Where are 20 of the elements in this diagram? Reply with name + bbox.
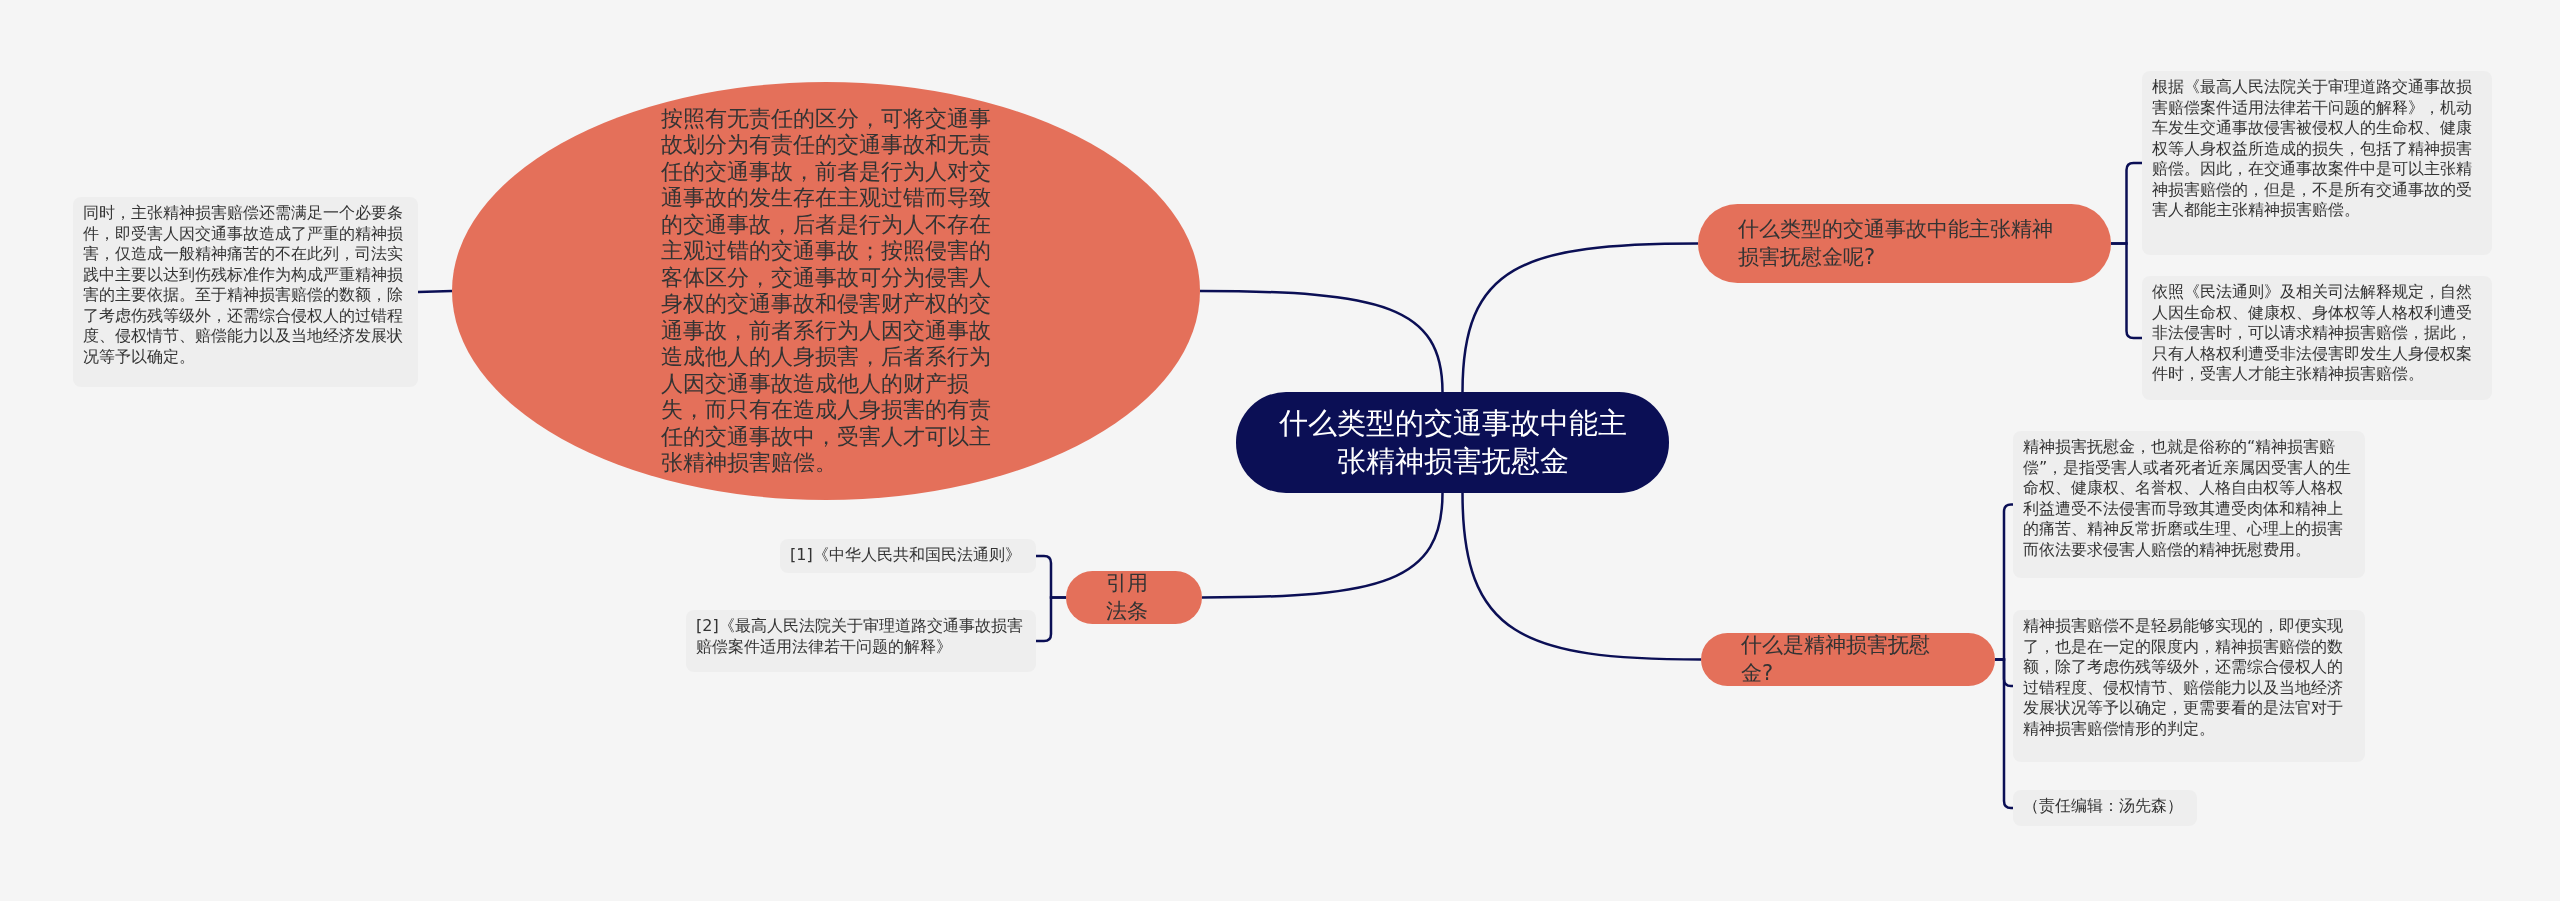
note-card: 精神损害抚慰金，也就是俗称的“精神损害赔偿”，是指受害人或者死者近亲属因受害人的生命权、健康权、名誉权、人格自由权等人格权利益遭受不法侵害而导致其遭受肉体和精神上的痛苦、精神反常折磨或生理、心理上的损害而依法要求侵害人赔偿的精神抚慰费用。 xyxy=(2013,431,2365,578)
connector-line xyxy=(1202,492,1444,599)
central-topic: 什么类型的交通事故中能主张精神损害抚慰金 xyxy=(1236,392,1669,493)
topic-bubble: 什么类型的交通事故中能主张精神损害抚慰金呢? xyxy=(1698,204,2111,283)
editor-note: （责任编辑：汤先森） xyxy=(2013,790,2197,826)
paragraph-text: 按照有无责任的区分，可将交通事故划分为有责任的交通事故和无责任的交通事故，前者是行为人对交通事故的发生存在主观过错而导致的交通事故，后者是行为人不存在主观过错的交通事故；按照侵害的客体区分，交通事故可分为侵害人身权的交通事故和侵害财产权的交通事故，前者系行为人因交通事故造成他人的人身损害，后者系行为人因交通事故造成他人的财产损失，而只有在造成人身损害的有责任的交通事故中，受害人才可以主张精神损害赔偿。 xyxy=(661,105,991,477)
topic-bubble: 什么是精神损害抚慰金? xyxy=(1701,633,1995,686)
note-card: 根据《最高人民法院关于审理道路交通事故损害赔偿案件适用法律若干问题的解释》，机动车发生交通事故侵害被侵权人的生命权、健康权等人身权益所造成的损失，包括了精神损害赔偿。因此，在交通事故案件中是可以主张精神损害赔偿的，但是，不是所有交通事故的受害人都能主张精神损害赔偿。 xyxy=(2142,71,2492,255)
citation-card: [1]《中华人民共和国民法通则》 xyxy=(780,539,1036,573)
citation-card: [2]《最高人民法院关于审理道路交通事故损害赔偿案件适用法律若干问题的解释》 xyxy=(686,610,1036,672)
topic-bubble: 引用法条 xyxy=(1066,571,1202,624)
connector-line xyxy=(1995,658,2013,810)
connector-line xyxy=(1461,242,1698,393)
connector-line xyxy=(1461,492,1701,661)
note-card: 同时，主张精神损害赔偿还需满足一个必要条件，即受害人因交通事故造成了严重的精神损害，仅造成一般精神痛苦的不在此列，司法实践中主要以达到伤残标准作为构成严重精神损害的主要依据。至于精神损害赔偿的数额，除了考虑伤残等级外，还需综合侵权人的过错程度、侵权情节、赔偿能力以及当地经济发展状况等予以确定。 xyxy=(73,197,418,387)
note-card: 依照《民法通则》及相关司法解释规定，自然人因生命权、健康权、身体权等人格权利遭受非法侵害时，可以请求精神损害赔偿，据此，只有人格权利遭受非法侵害即发生人身侵权案件时，受害人才能主张精神损害赔偿。 xyxy=(2142,276,2492,400)
connector-line xyxy=(1036,596,1066,643)
note-card: 精神损害赔偿不是轻易能够实现的，即便实现了，也是在一定的限度内，精神损害赔偿的数额，除了考虑伤残等级外，还需综合侵权人的过错程度、侵权情节、赔偿能力以及当地经济发展状况等予以确定，更需要看的是法官对于精神损害赔偿情形的判定。 xyxy=(2013,610,2365,762)
connector-line xyxy=(417,289,453,294)
connector-line xyxy=(1200,289,1444,393)
